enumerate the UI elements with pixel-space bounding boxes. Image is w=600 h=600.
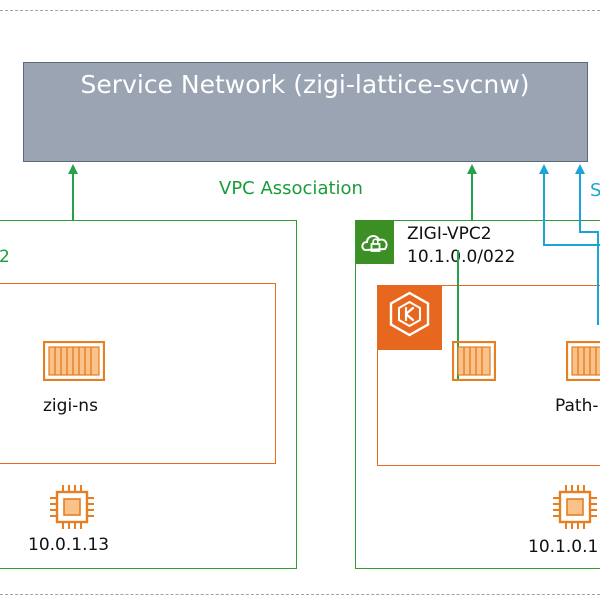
right-node-ip-fragment: 10.1.0.1 (528, 537, 599, 557)
container-icon (451, 340, 497, 385)
vpc-association-label: VPC Association (219, 178, 363, 199)
path-blue-arrow-1 (539, 164, 600, 246)
path-pod-label-fragment: Path- (555, 396, 599, 416)
cut-blue-label: S (590, 180, 600, 201)
right-vpc-cidr: 10.1.0.0/022 (407, 247, 516, 267)
right-cluster-box (377, 285, 600, 466)
cloud-lock-icon (356, 220, 394, 264)
container-icon (42, 340, 106, 385)
top-dashed-border (0, 10, 600, 11)
left-node-ip: 10.0.1.13 (28, 535, 110, 555)
chip-icon (49, 484, 95, 534)
left-vpc-box (0, 220, 297, 569)
bottom-dashed-border (0, 594, 600, 595)
service-network-title: Service Network (zigi-lattice-svcnw) (80, 70, 530, 99)
left-namespace-label: zigi-ns (43, 396, 98, 416)
right-association-arrow (467, 164, 477, 220)
chip-icon (552, 484, 598, 534)
left-cluster-box (0, 283, 276, 464)
left-vpc-title-fragment: 2 (0, 247, 10, 267)
container-icon (565, 340, 600, 385)
left-association-arrow (68, 164, 78, 220)
right-vpc-name: ZIGI-VPC2 (407, 224, 492, 244)
path-blue-arrow-2 (575, 164, 599, 325)
right-vpc-box (355, 220, 600, 569)
kubernetes-icon (377, 285, 442, 350)
service-network-box (23, 62, 588, 162)
